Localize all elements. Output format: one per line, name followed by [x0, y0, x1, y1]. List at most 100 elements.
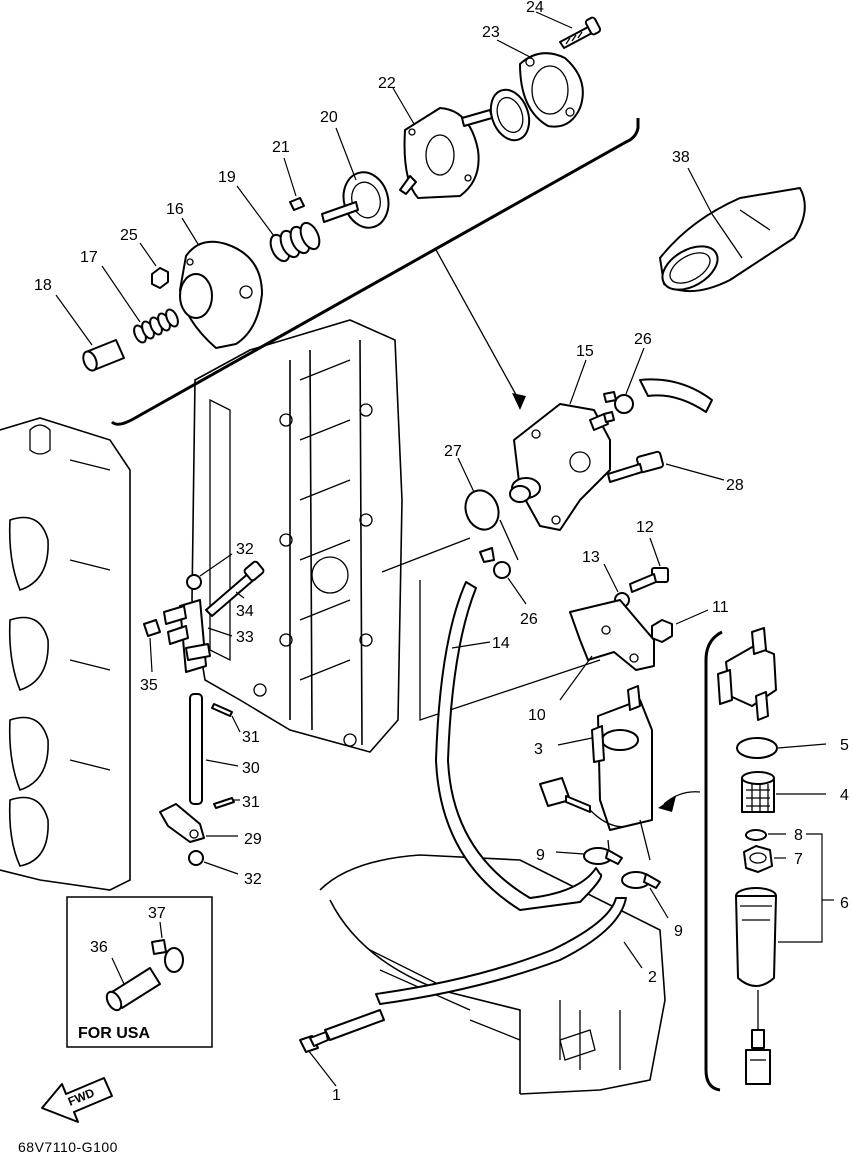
- filter-arrow-line: [663, 791, 701, 805]
- part-9-clamp-b: [621, 871, 661, 889]
- part-6-filter-cup: [735, 887, 777, 1085]
- callout-23: 23: [482, 24, 500, 41]
- usa-parts-box: [66, 896, 213, 1048]
- callout-22: 22: [378, 75, 396, 92]
- assembly-guideline: [381, 519, 601, 721]
- callout-15: 15: [576, 343, 594, 360]
- callout-29: 29: [244, 831, 262, 848]
- explode-arrow-line: [434, 247, 521, 403]
- callout-11: 11: [712, 599, 729, 616]
- part-31-pin-upper: [211, 703, 233, 717]
- part-8-ring: [745, 829, 767, 841]
- callout-24: 24: [526, 0, 544, 16]
- callout-30: 30: [242, 760, 260, 777]
- part-38-sleeve: [659, 187, 806, 293]
- callout-9b: 9: [674, 923, 683, 940]
- part-31-pin-lower: [213, 797, 235, 809]
- callout-4: 4: [840, 787, 849, 804]
- callout-16: 16: [166, 201, 184, 218]
- part-3-fuel-filter: [591, 685, 653, 861]
- callout-21: 21: [272, 139, 290, 156]
- part-23-cover: [519, 52, 584, 128]
- callout-35: 35: [140, 677, 158, 694]
- part-26-clip-lower: [479, 547, 511, 579]
- callout-36: 36: [90, 939, 108, 956]
- usa-box-label: FOR USA: [78, 1025, 150, 1042]
- part-2-hose: [375, 897, 627, 1005]
- callout-14: 14: [492, 635, 510, 652]
- callout-28: 28: [726, 477, 744, 494]
- callout-18: 18: [34, 277, 52, 294]
- callout-20: 20: [320, 109, 338, 126]
- intake-manifold-outline: [0, 417, 131, 891]
- part-27-o-ring: [464, 489, 500, 531]
- part-diaphragm: [489, 88, 531, 142]
- callout-12: 12: [636, 519, 654, 536]
- part-14-hose: [435, 581, 602, 911]
- callout-37: 37: [148, 905, 166, 922]
- explode-arrowhead: [512, 393, 526, 410]
- part-24-screw: [559, 16, 602, 49]
- part-28-bolt: [607, 450, 664, 483]
- callout-34: 34: [236, 603, 254, 620]
- callout-25: 25: [120, 227, 138, 244]
- callout-10: 10: [528, 707, 546, 724]
- part-1-bolt: [299, 1031, 329, 1053]
- callout-26a: 26: [634, 331, 652, 348]
- part-19-spring: [269, 221, 321, 263]
- hose-top: [639, 378, 713, 413]
- callout-8: 8: [794, 827, 803, 844]
- exploded-view-bracket: [110, 118, 640, 426]
- part-25-nut: [151, 267, 169, 289]
- part-11-nut: [651, 619, 673, 643]
- part-5-o-ring: [736, 737, 778, 759]
- callout-13: 13: [582, 549, 600, 566]
- filter-head: [717, 627, 777, 721]
- part-32-washer-upper: [186, 574, 202, 590]
- callout-26b: 26: [520, 611, 538, 628]
- part-10-bracket: [569, 599, 655, 671]
- filter-bracket: [704, 630, 723, 1092]
- callout-1: 1: [332, 1087, 341, 1104]
- part-21-pin: [289, 197, 305, 211]
- part-30-rod: [189, 693, 203, 805]
- callout-32b: 32: [244, 871, 262, 888]
- part-37-clip: [151, 939, 184, 973]
- part-35-cap: [143, 619, 161, 637]
- part-26-clip-upper: [603, 391, 634, 414]
- callout-33: 33: [236, 629, 254, 646]
- callout-17: 17: [80, 249, 98, 266]
- part-18-cylinder: [82, 339, 125, 372]
- callout-31a: 31: [242, 729, 260, 746]
- callout-19: 19: [218, 169, 236, 186]
- powerhead-outline: [191, 319, 403, 753]
- part-20-plunger: [321, 171, 390, 229]
- sensor-connector: [539, 777, 629, 828]
- part-15-fuel-pump: [509, 403, 615, 531]
- part-32-washer-lower: [188, 850, 204, 866]
- part-29-joint: [159, 803, 205, 843]
- part-36-fitting: [105, 967, 161, 1012]
- part-34-bolt: [205, 560, 265, 617]
- part-22-pump-body: [399, 107, 493, 199]
- filter-arrowhead: [658, 796, 676, 812]
- fwd-arrow-icon: FWD: [41, 1077, 113, 1123]
- callout-2: 2: [648, 969, 657, 986]
- part-9-clamp-a: [583, 847, 623, 865]
- part-7-nut: [743, 845, 773, 873]
- part-12-bolt: [629, 567, 669, 593]
- callout-31b: 31: [242, 794, 260, 811]
- callout-9a: 9: [536, 847, 545, 864]
- kit-6-bracket: [778, 833, 823, 943]
- callout-5: 5: [840, 737, 849, 754]
- callout-38: 38: [672, 149, 690, 166]
- callout-3: 3: [534, 741, 543, 758]
- part-17-spring: [133, 308, 179, 344]
- part-16-lower-body: [179, 240, 263, 349]
- callout-32a: 32: [236, 541, 254, 558]
- part-4-strainer: [741, 771, 775, 813]
- callout-7: 7: [794, 851, 803, 868]
- part-33-fitting: [163, 599, 211, 673]
- callout-6: 6: [840, 895, 849, 912]
